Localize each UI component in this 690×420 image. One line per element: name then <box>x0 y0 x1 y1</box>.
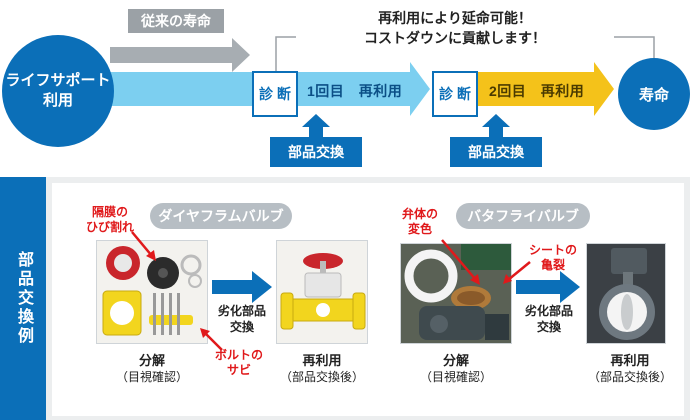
life-support-start-circle: ライフサポート 利用 <box>2 35 114 147</box>
caption-sub: （部品交換後） <box>279 370 364 384</box>
diaphragm-disassembled-photo <box>96 240 208 344</box>
parts-exchange-1: 部品交換 <box>270 137 362 167</box>
reuse-2-label: 2回目 再利用 <box>489 83 585 99</box>
diaphragm-after-caption: 再利用 （部品交換後） <box>264 353 380 385</box>
butterfly-before-caption: 分解 （目視確認） <box>400 353 512 385</box>
parts-exchange-2: 部品交換 <box>450 137 542 167</box>
butterfly-disassembled-photo <box>400 243 512 344</box>
diaphragm-reused-photo <box>276 240 368 344</box>
disc-discolor-note: 弁体の 変色 <box>402 207 439 236</box>
caption-sub: （目視確認） <box>419 370 492 384</box>
seat-crack-note: シートの 亀裂 <box>528 243 577 272</box>
caption-sub: （部品交換後） <box>587 370 672 384</box>
life-support-arrow <box>110 72 252 106</box>
reuse-1-arrow <box>296 62 430 116</box>
left-exchange-arrow <box>212 271 272 303</box>
reuse-2-arrow <box>476 62 614 116</box>
lifespan-end-circle: 寿命 <box>618 58 690 130</box>
caption-main: 分解 <box>442 353 469 368</box>
lifespan-end-label: 寿命 <box>638 86 669 104</box>
diagnosis-box-2: 診 断 <box>432 71 478 117</box>
butterfly-valve-title: バタフライバルブ <box>456 203 590 229</box>
caption-main: 再利用 <box>610 353 650 368</box>
flow-arrows-layer <box>110 36 655 137</box>
butterfly-after-caption: 再利用 （部品交換後） <box>578 353 682 385</box>
diaphragm-valve-title: ダイヤフラムバルブ <box>150 203 292 229</box>
crack-pointer <box>131 231 153 257</box>
diagnosis-box-1: 診 断 <box>252 71 298 117</box>
caption-main: 再利用 <box>302 353 342 368</box>
parts-2-up-arrow <box>482 114 510 137</box>
butterfly-reused-photo <box>586 243 666 344</box>
parts-1-up-arrow <box>302 114 330 137</box>
old-lifespan-arrow <box>110 38 250 72</box>
right-exchange-label: 劣化部品 交換 <box>524 304 573 334</box>
discolor-pointer <box>441 239 477 281</box>
old-lifespan-label: 従来の寿命 <box>128 9 224 33</box>
life-support-label: ライフサポート 利用 <box>5 72 111 109</box>
extend-bracket-line-right <box>614 36 655 58</box>
extend-life-text: 再利用により延命可能！ コストダウンに貢献します！ <box>364 10 546 46</box>
extend-bracket-line <box>275 36 296 71</box>
bolt-pointer <box>203 331 223 351</box>
seat-pointer <box>507 261 531 281</box>
left-exchange-label: 劣化部品 交換 <box>217 304 266 334</box>
right-exchange-arrow <box>516 271 580 303</box>
diaphragm-before-caption: 分解 （目視確認） <box>96 353 208 385</box>
bolt-rust-note: ボルトの サビ <box>214 348 263 377</box>
parts-example-side-title: 部品交換例 <box>0 177 46 420</box>
crack-note: 隔膜の ひび割れ <box>85 205 134 234</box>
side-title-text: 部品交換例 <box>15 251 32 346</box>
caption-main: 分解 <box>138 353 165 368</box>
reuse-1-label: 1回目 再利用 <box>307 83 403 99</box>
caption-sub: （目視確認） <box>115 370 188 384</box>
